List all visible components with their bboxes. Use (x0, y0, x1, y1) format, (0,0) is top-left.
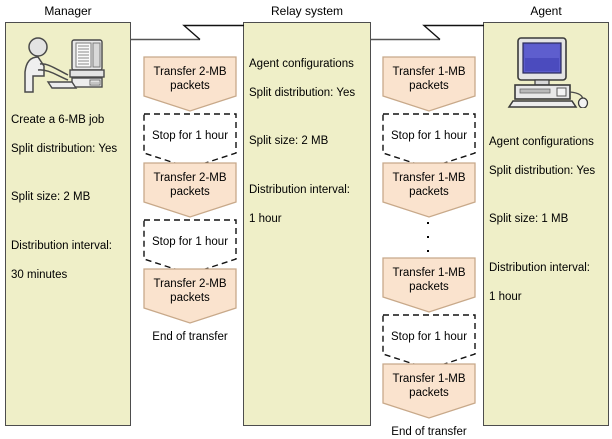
flow-step-label: Stop for 1 hour (151, 130, 229, 142)
agent-line-2: Split distribution: Yes (489, 164, 596, 177)
manager-line-3: Split size: 2 MB (11, 191, 91, 203)
column-heading-relay: Relay system (270, 4, 344, 18)
flow-step-transfer-1[interactable]: Transfer 1-MB packets (382, 56, 476, 112)
flow-step-transfer-4[interactable]: Transfer 1-MB packets (382, 363, 476, 419)
flow-step-label: Transfer 1-MB packets (392, 172, 466, 198)
end-of-transfer-right: End of transfer (391, 426, 467, 438)
flow-step-label: Transfer 2-MB packets (153, 172, 227, 198)
flow-step-transfer-2[interactable]: Transfer 1-MB packets (382, 162, 476, 218)
agent-line-4: Distribution interval: (489, 261, 590, 274)
flow-step-transfer-3[interactable]: Transfer 1-MB packets (382, 257, 476, 313)
end-of-transfer-left: End of transfer (152, 331, 228, 343)
agent-line-5: 1 hour (489, 290, 522, 303)
desktop-computer-icon (505, 36, 591, 109)
flow-step-label: Transfer 1-MB packets (392, 66, 466, 92)
manager-line-1: Create a 6-MB job (11, 113, 105, 126)
agent-line-3: Split size: 1 MB (489, 213, 569, 225)
agent-line-1: Agent configurations (489, 135, 594, 148)
flow-step-transfer-2[interactable]: Transfer 2-MB packets (143, 162, 237, 218)
column-heading-manager: Manager (44, 4, 92, 18)
flow-step-label: Transfer 1-MB packets (392, 267, 466, 293)
relay-line-2: Split distribution: Yes (249, 86, 356, 99)
flow-step-label: Stop for 1 hour (390, 130, 468, 142)
flow-step-wait-1[interactable]: Stop for 1 hour (382, 113, 476, 169)
manager-line-4: Distribution interval: (11, 239, 112, 252)
flow-step-wait-2[interactable]: Stop for 1 hour (143, 219, 237, 275)
relay-line-3: Split size: 2 MB (249, 135, 329, 147)
manager-to-relay-flow: Transfer 2-MB packets Stop for 1 hour Tr… (140, 56, 240, 346)
relay-config-text: Agent configurations Split distribution:… (249, 42, 371, 241)
flow-step-label: Stop for 1 hour (151, 236, 229, 248)
manager-line-2: Split distribution: Yes (11, 142, 118, 155)
flow-step-wait-1[interactable]: Stop for 1 hour (143, 113, 237, 169)
flow-step-label: Transfer 1-MB packets (392, 373, 466, 399)
person-at-computer-icon (22, 36, 114, 96)
manager-line-5: 30 minutes (11, 268, 68, 281)
flow-step-transfer-3[interactable]: Transfer 2-MB packets (143, 268, 237, 324)
manager-config-text: Create a 6-MB job Split distribution: Ye… (11, 98, 133, 297)
flow-step-label: Stop for 1 hour (390, 331, 468, 343)
agent-config-text: Agent configurations Split distribution:… (489, 120, 611, 319)
column-heading-agent: Agent (530, 4, 562, 18)
flow-step-label: Transfer 2-MB packets (153, 66, 227, 92)
flow-step-wait-2[interactable]: Stop for 1 hour (382, 314, 476, 370)
lane-relay (243, 22, 371, 426)
connector-relay-to-agent (370, 24, 485, 46)
relay-line-5: 1 hour (249, 212, 282, 225)
relay-line-1: Agent configurations (249, 57, 354, 70)
relay-line-4: Distribution interval: (249, 183, 350, 196)
connector-manager-to-relay (130, 24, 245, 46)
flow-step-label: Transfer 2-MB packets (153, 278, 227, 304)
flow-step-transfer-1[interactable]: Transfer 2-MB packets (143, 56, 237, 112)
relay-to-agent-flow: Transfer 1-MB packets Stop for 1 hour Tr… (379, 56, 479, 438)
flow-step-ellipsis-icon (424, 219, 432, 255)
